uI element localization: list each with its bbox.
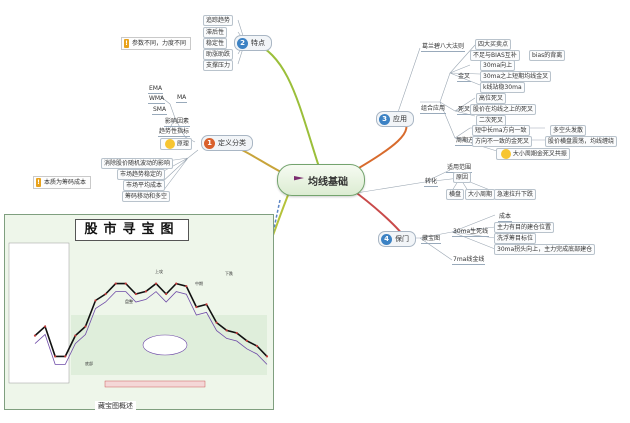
ma-line [34,291,268,365]
dingyi-def[interactable]: 消除股价随机波动的影响 [101,158,174,169]
zhuanhua-child[interactable]: 急速拉升下跌 [494,189,537,200]
tedian-item[interactable]: 追踪趋势 [203,15,234,26]
branch-baomen[interactable]: 4 保门 [378,231,416,247]
jincha-item[interactable]: 30ma向上 [480,60,516,71]
chart-title: 股市寻宝图 [75,219,189,241]
tedian-item[interactable]: 助涨助跌 [203,49,234,60]
price-point [175,282,178,285]
dingyi-def[interactable]: 筹码移动和多空 [122,191,171,202]
warning-icon: ! [124,39,129,48]
rule-item[interactable]: bias的背离 [529,50,566,61]
rule-item[interactable]: 四大买卖点 [475,39,512,50]
price-point [154,282,158,285]
yingyong-zhouqi[interactable]: 周期方向 [455,137,482,146]
branch-tedian[interactable]: 2 特点 [234,35,272,51]
dingyi-influence[interactable]: 影响因素 [164,118,191,127]
price-point [195,305,198,309]
price-point [43,325,47,328]
tedian-item[interactable]: 支撑压力 [203,60,234,71]
chart-caption: 藏宝图概述 [95,401,136,411]
price-point [74,334,77,337]
stage-tag: 中期 [195,280,203,286]
note-dingyi: ! 本质为筹码成本 [33,176,92,189]
zhouqi-item[interactable]: 短中长ma方向一致 [472,125,530,136]
price-point [215,321,218,324]
price-point [64,355,67,358]
flag-icon [294,176,304,181]
yingyong-jincha[interactable]: 金叉 [457,73,472,82]
price-point [54,355,57,358]
sicha-item[interactable]: 高位死叉 [476,93,507,104]
baomen-ma7[interactable]: 7ma线金线 [452,256,486,265]
bottom-bar [104,380,206,388]
smiley-icon [501,149,511,159]
dingyi-type[interactable]: WMA [148,95,166,104]
jincha-item[interactable]: k线站稳30ma [480,82,525,93]
stage-tag: 上攻 [155,268,163,274]
legend-panel [8,242,70,384]
sicha-item[interactable]: 股价在均线之上的死叉 [470,104,537,115]
zhouqi-item[interactable]: 方向不一致的金死叉 [472,136,533,147]
zhuanhua-child[interactable]: 大小周期 [465,189,496,200]
ma30-item[interactable]: 洗浮筹目标位 [494,233,537,244]
jincha-item[interactable]: 30ma之上短期均线金叉 [480,71,552,82]
stage-tag: 底部 [85,360,93,366]
warning-icon: ! [36,178,41,187]
dingyi-trend[interactable]: 趋势性指标 [158,128,191,137]
note-tedian: ! 参数不同，力度不同 [121,37,192,50]
price-line [34,282,268,358]
baomen-ma30[interactable]: 30ma生死线 [452,228,490,237]
ma30-item[interactable]: 成本 [498,213,513,222]
zhuanhua-reason[interactable]: 原因 [453,172,472,183]
price-point [235,331,238,335]
number-3-icon: 3 [379,113,390,125]
price-point [245,339,248,342]
price-point [104,292,107,296]
price-point [114,282,117,285]
center-ellipse [142,334,188,356]
yingyong-zuhe[interactable]: 组合应用 [420,105,447,114]
yingyong-rule[interactable]: 葛兰碧八大法则 [421,43,466,52]
price-point [134,292,137,296]
number-2-icon: 2 [237,37,248,49]
dingyi-def[interactable]: 市场趋势稳定的 [117,169,166,180]
ma30-item[interactable]: 主力有目的建仓位置 [494,222,555,233]
tedian-item[interactable]: 稳定性 [203,38,228,49]
price-point [84,325,87,328]
number-4-icon: 4 [381,233,392,245]
yingyong-sicha[interactable]: 死叉 [457,106,472,115]
dingyi-yuanli[interactable]: 原理 [160,138,192,150]
price-point [124,282,127,285]
zhouqi-last[interactable]: 大小周期金死叉共振 [496,148,570,160]
price-point [165,292,168,296]
central-topic[interactable]: 均线基础 [277,164,365,196]
stage-tag: 下跌 [225,270,233,276]
baomen-root[interactable]: 藏宝图 [421,235,442,244]
dingyi-def[interactable]: 市场平均成本 [123,180,166,191]
smiley-icon [165,139,175,149]
dingyi-type[interactable]: EMA [148,85,164,94]
number-1-icon: 1 [204,137,215,149]
price-point [205,303,208,306]
treasure-map-chart: 股市寻宝图 上攻中期 下跌底部 盘整 藏宝图概述 [4,214,274,411]
price-point [265,355,269,358]
price-point [185,285,188,288]
price-point [94,299,97,302]
price-point [225,329,228,332]
dingyi-type[interactable]: SMA [152,106,168,115]
zhouqi-sub[interactable]: 多空头发散 [550,125,587,136]
tedian-item[interactable]: 滞后性 [203,27,228,38]
stage-tag: 盘整 [125,298,133,304]
dingyi-ma[interactable]: MA [176,94,188,103]
zhuanhua-label[interactable]: 转化 [424,178,439,187]
zhuanhua-child[interactable]: 横盘 [446,189,465,200]
branch-dingyi[interactable]: 1 定义分类 [201,135,253,151]
price-point [33,334,37,337]
zhouqi-sub[interactable]: 股价横盘震荡，均线缠绕 [545,136,618,147]
branch-yingyong[interactable]: 3 应用 [376,111,414,127]
price-point [144,290,148,293]
price-point [255,344,259,348]
ma30-item[interactable]: 30ma拐头向上，主力完成底部建仓 [494,244,596,255]
